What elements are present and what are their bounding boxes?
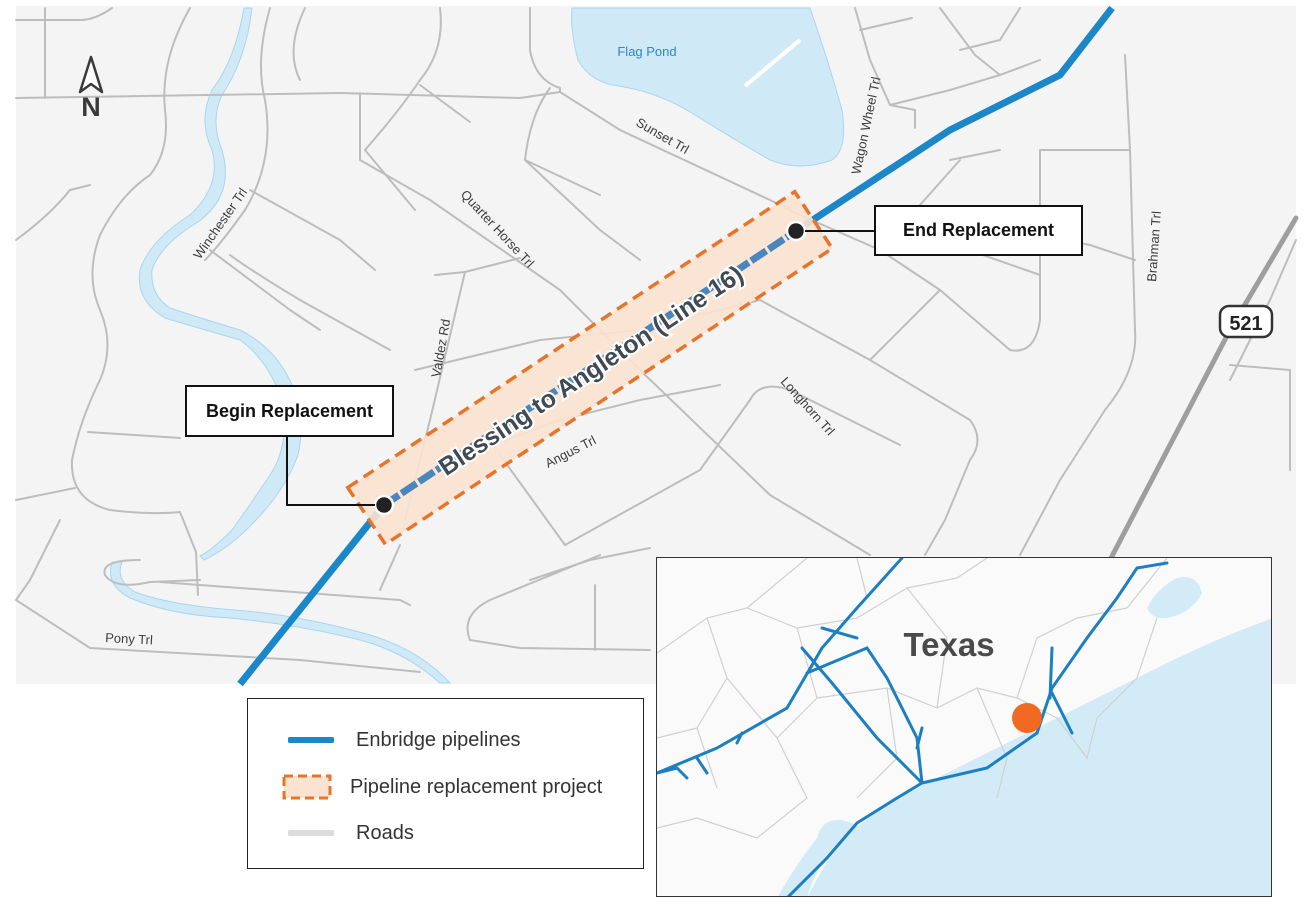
inset-pipelines xyxy=(657,558,1169,896)
north-arrow-label: N xyxy=(81,92,101,122)
project-location-marker xyxy=(1012,703,1042,733)
highway-shield-label: 521 xyxy=(1229,313,1262,335)
water-label: Flag Pond xyxy=(617,44,676,59)
legend-label: Enbridge pipelines xyxy=(356,728,521,751)
legend-item-pipelines: Enbridge pipelines xyxy=(288,726,521,754)
replacement-segment xyxy=(382,228,798,508)
end-replacement-marker xyxy=(785,220,807,242)
street-label-pony: Pony Trl xyxy=(105,630,154,647)
inset-state-label: Texas xyxy=(903,626,994,663)
legend-item-replacement-project: Pipeline replacement project xyxy=(282,773,602,801)
end-replacement-callout: End Replacement xyxy=(874,205,1083,256)
highway-shield: 521 xyxy=(1218,304,1274,339)
county-borders xyxy=(657,558,1168,839)
legend-label: Roads xyxy=(356,821,414,844)
begin-replacement-callout: Begin Replacement xyxy=(185,385,394,437)
legend-label: Pipeline replacement project xyxy=(350,775,603,798)
map-legend: Enbridge pipelines Pipeline replacement … xyxy=(247,698,644,869)
dashed-box-swatch xyxy=(282,774,332,800)
road-line-swatch xyxy=(288,830,334,836)
north-arrow-icon: N xyxy=(78,55,104,122)
legend-item-roads: Roads xyxy=(288,819,414,847)
gulf-water xyxy=(808,618,1271,896)
flag-pond xyxy=(571,7,845,167)
texas-inset-map: Texas xyxy=(656,557,1272,897)
begin-leader-line xyxy=(286,437,375,506)
inset-map-drawing: Texas xyxy=(657,558,1271,896)
creek xyxy=(138,7,302,561)
pipeline-line xyxy=(794,5,1115,234)
begin-replacement-marker xyxy=(373,494,395,516)
pipeline-line-swatch xyxy=(288,737,334,743)
street-label-brahman: Brahman Trl xyxy=(1144,210,1164,282)
pipeline-line xyxy=(237,502,387,687)
